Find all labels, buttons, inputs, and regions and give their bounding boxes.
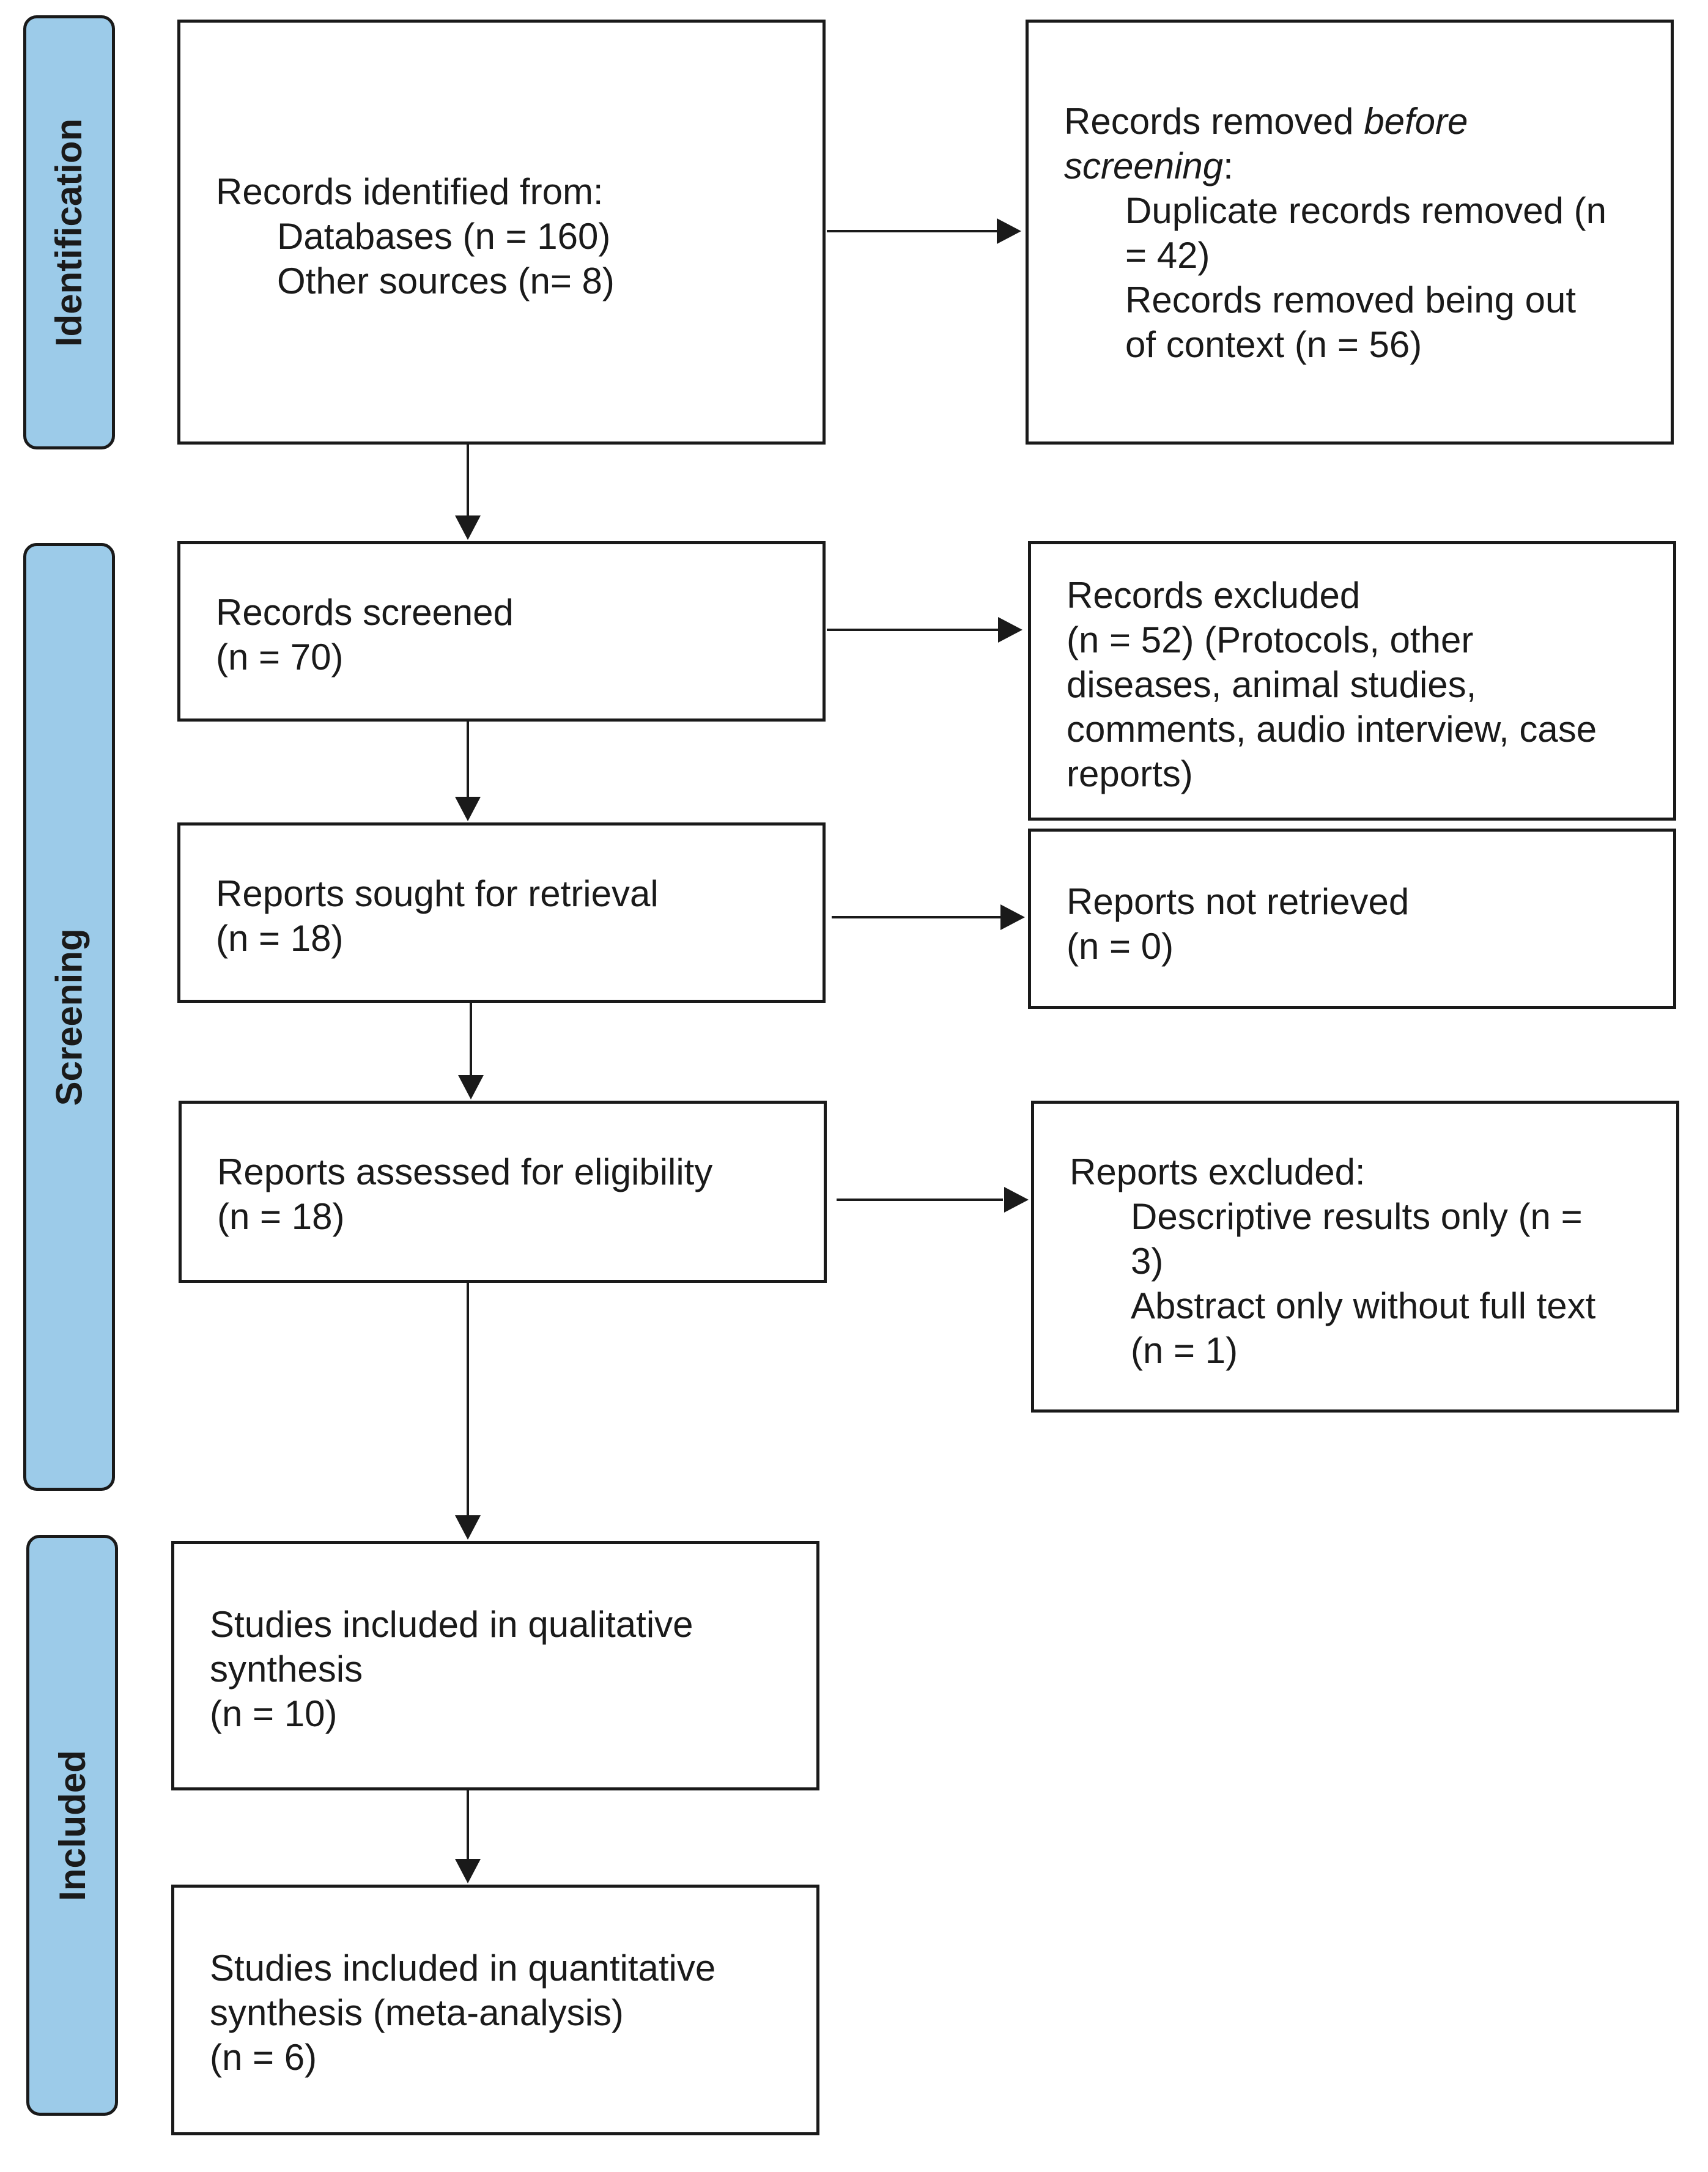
arrowhead-screened xyxy=(455,515,481,540)
removed-title-2: screening: xyxy=(1064,144,1671,188)
arrowhead-quantitative xyxy=(455,1859,481,1883)
arrowhead-qualitative xyxy=(455,1515,481,1540)
identified-other-sources: Other sources (n= 8) xyxy=(277,260,615,301)
not-retrieved-title: Reports not retrieved xyxy=(1067,881,1410,922)
arrowhead-assessed xyxy=(458,1075,484,1099)
box-records-identified: Records identified from: Databases (n = … xyxy=(177,20,826,445)
sought-title: Reports sought for retrieval xyxy=(216,873,659,914)
excluded-line-5: reports) xyxy=(1067,753,1193,794)
arrowhead-sought xyxy=(455,797,481,821)
removed-title-colon: : xyxy=(1223,146,1233,187)
assessed-count: (n = 18) xyxy=(217,1196,345,1237)
removed-title-italic-2: screening xyxy=(1064,146,1224,187)
arrowhead-removed xyxy=(997,218,1021,244)
arrowhead-excluded xyxy=(998,617,1022,643)
arrowhead-reports-excluded xyxy=(1004,1187,1029,1213)
phase-included: Included xyxy=(26,1535,118,2116)
removed-duplicates: Duplicate records removed (n xyxy=(1125,190,1607,231)
box-quantitative-synthesis: Studies included in quantitative synthes… xyxy=(171,1885,819,2135)
box-records-screened: Records screened (n = 70) xyxy=(177,541,826,722)
sought-count: (n = 18) xyxy=(216,918,344,959)
removed-title-text: Records removed xyxy=(1064,101,1364,142)
box-reports-assessed: Reports assessed for eligibility (n = 18… xyxy=(179,1101,827,1283)
qualitative-line-1: Studies included in qualitative xyxy=(210,1604,693,1645)
box-reports-sought: Reports sought for retrieval (n = 18) xyxy=(177,822,826,1003)
box-records-excluded: Records excluded (n = 52) (Protocols, ot… xyxy=(1028,541,1676,821)
quantitative-line-2: synthesis (meta-analysis) xyxy=(210,1992,624,2033)
excluded-line-1: Records excluded xyxy=(1067,575,1361,616)
box-qualitative-synthesis: Studies included in qualitative synthesi… xyxy=(171,1541,819,1790)
not-retrieved-count: (n = 0) xyxy=(1067,926,1174,967)
phase-identification: Identification xyxy=(23,15,115,449)
assessed-title: Reports assessed for eligibility xyxy=(217,1151,713,1192)
removed-duplicates-count: = 42) xyxy=(1125,235,1210,276)
removed-context: Records removed being out xyxy=(1125,279,1577,320)
removed-context-count: of context (n = 56) xyxy=(1125,324,1422,365)
reports-excluded-abstract: Abstract only without full text xyxy=(1131,1285,1596,1326)
quantitative-line-1: Studies included in quantitative xyxy=(210,1948,716,1989)
identified-databases: Databases (n = 160) xyxy=(277,216,611,257)
arrowhead-not-retrieved xyxy=(1000,904,1025,930)
quantitative-count: (n = 6) xyxy=(210,2037,317,2078)
qualitative-line-2: synthesis xyxy=(210,1649,363,1690)
reports-excluded-title: Reports excluded: xyxy=(1070,1151,1366,1192)
screened-count: (n = 70) xyxy=(216,637,344,678)
box-records-removed: Records removed before screening: Duplic… xyxy=(1026,20,1674,445)
reports-excluded-abstract-count: (n = 1) xyxy=(1131,1330,1238,1371)
reports-excluded-descriptive: Descriptive results only (n = xyxy=(1131,1196,1583,1237)
box-reports-excluded: Reports excluded: Descriptive results on… xyxy=(1031,1101,1679,1413)
box-reports-not-retrieved: Reports not retrieved (n = 0) xyxy=(1028,829,1676,1009)
screened-title: Records screened xyxy=(216,592,514,633)
excluded-line-2: (n = 52) (Protocols, other xyxy=(1067,619,1474,660)
qualitative-count: (n = 10) xyxy=(210,1693,338,1734)
excluded-line-4: comments, audio interview, case xyxy=(1067,709,1597,750)
removed-title: Records removed before xyxy=(1064,99,1671,144)
excluded-line-3: diseases, animal studies, xyxy=(1067,664,1477,705)
identified-title: Records identified from: xyxy=(216,171,604,212)
removed-title-italic: before xyxy=(1364,101,1468,142)
reports-excluded-descriptive-count: 3) xyxy=(1131,1241,1164,1282)
phase-screening: Screening xyxy=(23,543,115,1491)
